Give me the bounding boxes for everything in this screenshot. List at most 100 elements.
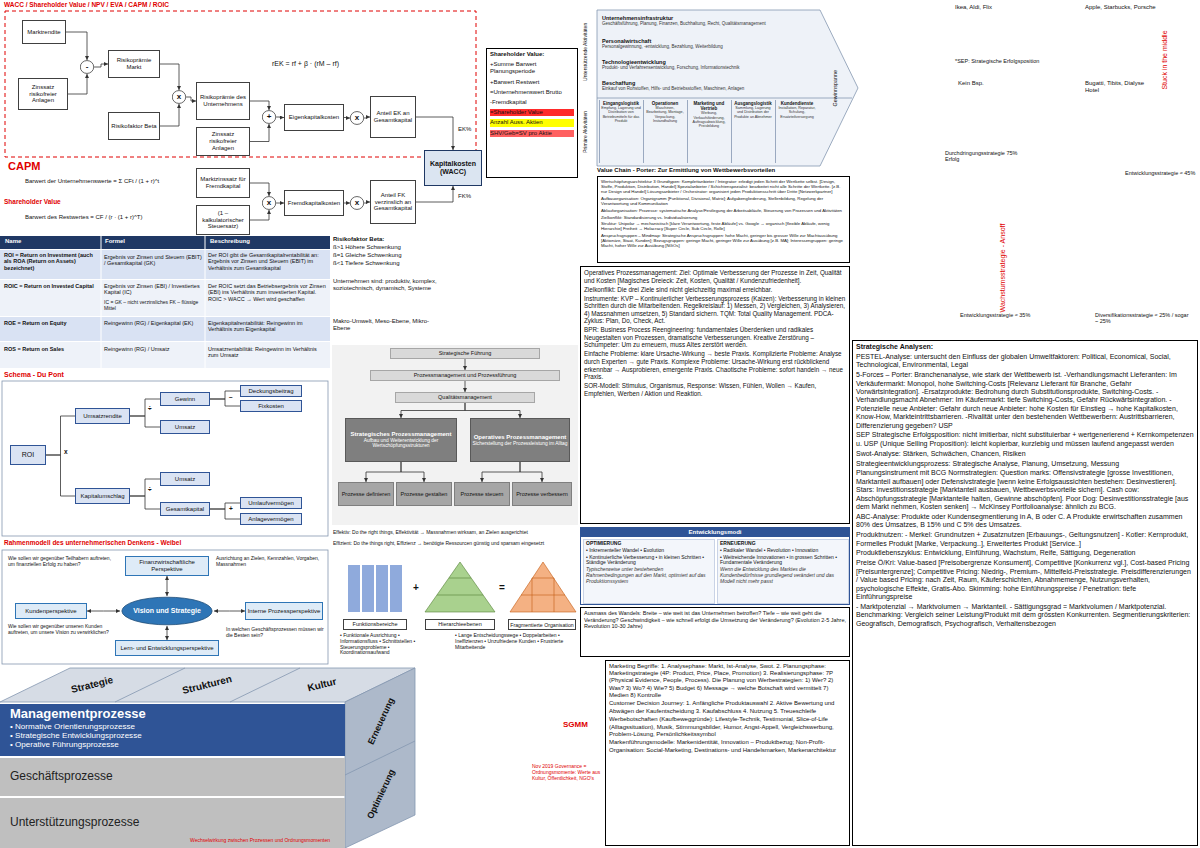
note-label: ß=1 Gleiche Schwenkung <box>333 252 443 259</box>
table-rule <box>205 236 206 368</box>
operator-circle: x <box>172 90 186 104</box>
node-text: +Summe Barwert Planungsperiode <box>490 61 574 75</box>
node-text: + <box>262 113 276 121</box>
note-label: • Lange Entscheidungswege • Doppelarbeit… <box>455 633 565 650</box>
node-text: Zinssatz risikofreier Anlagen <box>198 131 248 152</box>
org-box: Funktionsbereiche <box>343 619 407 630</box>
node-text: Ausgangslogistik <box>733 101 773 106</box>
table-cell: Eigenkapitalrentabilität: Reingewinn im … <box>208 320 328 333</box>
connector <box>250 183 269 196</box>
process-box: Risikoprämie Markt <box>108 50 160 78</box>
node-text: Hierarchieebenen <box>427 621 493 627</box>
frame <box>2 550 328 664</box>
section-title: WACC / Shareholder Value / NPV / EVA / C… <box>4 1 324 8</box>
node-text: Personalgewinnung, -entwicklung, Bezahlu… <box>602 44 812 49</box>
node-text: Zinssatz risikofreier Anlagen <box>20 84 66 105</box>
node-text: Marktzinssatz für Fremdkapital <box>198 176 248 190</box>
table-cell: ROE = Return on Equity <box>4 320 99 326</box>
functional-org-figure <box>348 565 402 612</box>
node-text: Umsatz <box>162 476 208 483</box>
note-label: Bugatti, Tibits, Dialyse Hotel <box>1085 80 1157 94</box>
kpi-box: Gewinn <box>160 392 210 406</box>
connector <box>210 509 240 519</box>
note-label: Nov 2019 Governance = Ordnungsmomente: W… <box>532 764 602 781</box>
text-panel: Strategische Analysen:PESTEL-Analyse: un… <box>852 340 1198 846</box>
activity-band: TechnologieentwicklungProdukt- und Verfa… <box>600 58 810 77</box>
section-title: Value Chain - Porter: Zur Ermittlung von… <box>597 167 850 174</box>
node-text: (1 – kalkulatorischer Steuersatz) <box>198 210 248 231</box>
node-text: Entwicklungsmodi <box>581 528 849 537</box>
connector <box>416 117 453 150</box>
node-text: Prozesse gestalten <box>398 491 450 497</box>
node-text: Sicherstellung der Prozessleistung im Al… <box>472 441 568 447</box>
activity-column: KundendiensteInstallation, Reparatur, Sc… <box>775 100 818 163</box>
connector <box>366 462 401 482</box>
node-text: Unterstützungsprozesse <box>10 816 335 830</box>
node-text: x <box>350 199 364 207</box>
connector <box>482 462 520 482</box>
connector <box>465 403 520 418</box>
activity-column: OperationenMaschinen, Bearbeitung, Monta… <box>643 100 686 163</box>
node-text: Swot-Analyse: Stärken, Schwächen, Chance… <box>856 450 1194 458</box>
node-text: Risikofaktor Beta <box>110 123 158 130</box>
activity-column: AusgangslogistikSammlung, Lagerung und D… <box>731 100 774 163</box>
node-text: Qualitätsmanagement <box>397 394 533 400</box>
text-panel: Operatives Prozessmanagement: Ziel: Opti… <box>580 266 850 524</box>
process-box: Marktrendite <box>22 20 66 44</box>
axis-label: Wachstumsstrategie - Ansoff <box>999 213 1007 323</box>
connector <box>520 462 542 482</box>
table-box: EntwicklungsmodiOPTIMIERUNG• Inkrementel… <box>580 527 850 605</box>
node-text: 5-Forces – Porter: Branchenanalyse, wie … <box>856 371 1194 430</box>
section-title: Shareholder Value <box>4 198 124 205</box>
node-text: Zielkonflikt: Standardisierung vs. Indiv… <box>601 215 846 220</box>
node-text: Operationen <box>645 101 685 106</box>
process-step: Prozesse steuern <box>454 482 510 506</box>
kpi-box: Fixkosten <box>240 400 302 412</box>
operator-circle: x <box>350 111 364 125</box>
table-rule <box>101 236 102 368</box>
note-label: Entwicklungsstrategie ≈ 45% <box>1125 170 1200 176</box>
note-label: ß>1 Höhere Schwenkung <box>333 244 443 251</box>
operator-label: + <box>413 582 423 594</box>
note-label: Wie sollen wir gegenüber Teilhabern auft… <box>8 556 118 568</box>
connector <box>210 391 240 399</box>
note-label: Risikofaktor Beta: <box>333 236 443 243</box>
connector <box>68 74 87 94</box>
table-cell: Der ROIC setzt das Betriebsergebnis vor … <box>208 283 328 302</box>
formula: rEK = rf + β · (rM – rf) <box>272 60 422 68</box>
node-text: Umsatz <box>162 424 208 431</box>
node-text: SEP Strategische Erfolgsposition: nicht … <box>856 431 1194 448</box>
process-box: Anteil EK an Gesamtkapital <box>370 96 416 138</box>
node-text: Prozesse steuern <box>456 491 508 497</box>
node-text: Kapitalumschlag <box>77 493 128 500</box>
node-text: Maschinen, Bearbeitung, Montage, Verpack… <box>645 106 685 123</box>
kpi-box: Gesamtkapital <box>160 502 210 516</box>
note-label: In welchen Geschäftsprozessen müssen wir… <box>226 627 326 639</box>
connector <box>46 416 75 455</box>
kpi-box: Kapitalumschlag <box>75 488 130 504</box>
node-text: Installation, Reparatur, Schulung, Ersat… <box>777 106 817 119</box>
note-label: • Funktionale Ausrichtung • Informations… <box>340 633 430 656</box>
node-text: ERNEUERUNG <box>720 541 846 547</box>
process-box: Risikoprämie des Unternehmens <box>196 82 250 120</box>
kpi-box: ROI <box>10 445 46 465</box>
node-text: Marktrendite <box>24 29 64 36</box>
kpi-box: Umsatz <box>160 420 210 434</box>
kpi-box: Deckungsbeitrag <box>240 385 302 397</box>
operator-circle: - <box>80 60 94 74</box>
node-text: Produktlebenszyklus: Entwicklung, Einfüh… <box>856 549 1194 557</box>
process-band: Geschäftsprozesse <box>0 758 345 796</box>
table-header: Formel <box>105 238 200 245</box>
connector <box>94 64 108 67</box>
node-text: Werbung, Verkaufsförderung, Auftragsabwi… <box>689 111 729 128</box>
node-text: Finanzwirtschaftliche Perspektive <box>127 559 207 573</box>
note-label: ß<1 Tiefere Schwenkung <box>333 260 443 267</box>
text-panel: Marketing Begriffe: 1. Analysephase: Mar… <box>605 660 850 846</box>
node-text: Risikoprämie Markt <box>110 57 158 71</box>
activity-column: Marketing und VertriebWerbung, Verkaufsf… <box>687 100 730 163</box>
kpi-box: Umlaufvermögen <box>240 497 302 509</box>
section-title: Schema - Du Pont <box>4 371 154 379</box>
note-label: Diversifikationsstrategie ≈ 25% / sogar … <box>1095 312 1190 325</box>
node-text: Eigenkapitalkosten <box>286 114 342 121</box>
node-text: • Radikaler Wandel • Revolution • Innova… <box>720 548 846 554</box>
